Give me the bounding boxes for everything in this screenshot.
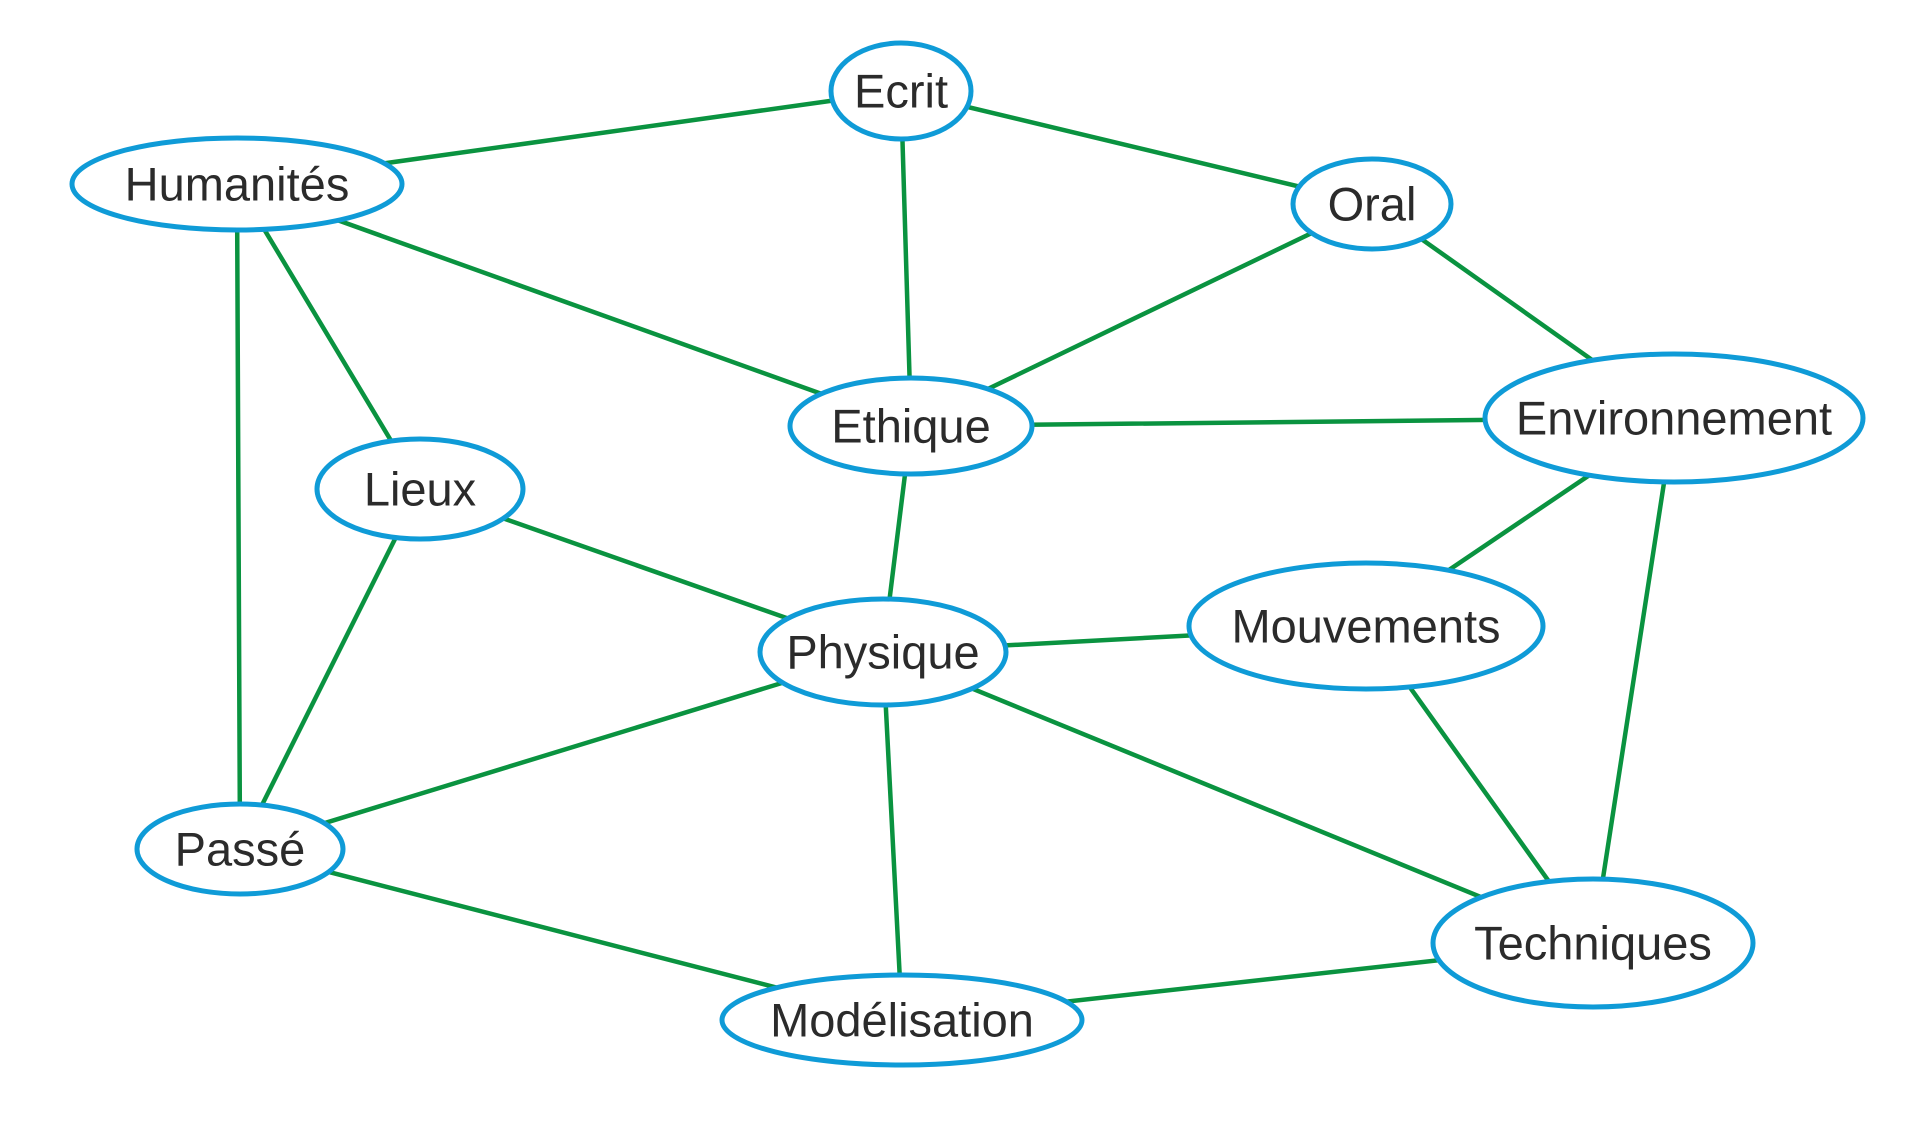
edge-ecrit-oral — [898, 88, 1375, 207]
node-label-ethique: Ethique — [831, 400, 990, 453]
node-lieux: Lieux — [314, 436, 526, 542]
edge-humanites-lieux — [234, 181, 423, 492]
edge-physique-passe — [237, 649, 886, 852]
node-modelisation: Modélisation — [719, 972, 1085, 1068]
node-ellipse-ethique — [787, 375, 1035, 477]
node-ellipse-environnement — [1482, 351, 1866, 485]
node-ellipse-physique — [757, 596, 1009, 708]
node-label-techniques: Techniques — [1474, 917, 1712, 970]
node-ellipse-techniques — [1430, 876, 1756, 1010]
node-techniques: Techniques — [1430, 876, 1756, 1010]
edge-humanites-ethique — [234, 181, 914, 429]
node-ellipse-lieux — [314, 436, 526, 542]
node-label-passe: Passé — [175, 823, 306, 876]
node-label-modelisation: Modélisation — [770, 994, 1034, 1047]
edge-lieux-passe — [237, 486, 423, 852]
node-ellipse-passe — [134, 801, 346, 897]
edge-physique-modelisation — [880, 649, 905, 1023]
node-oral: Oral — [1290, 156, 1454, 252]
node-mouvements: Mouvements — [1186, 560, 1546, 692]
node-ellipse-humanites — [69, 135, 405, 233]
node-passe: Passé — [134, 801, 346, 897]
edge-humanites-passe — [234, 181, 243, 852]
node-label-physique: Physique — [786, 626, 979, 679]
edge-physique-techniques — [880, 649, 1596, 946]
node-ecrit: Ecrit — [828, 40, 974, 142]
node-ellipse-mouvements — [1186, 560, 1546, 692]
node-ethique: Ethique — [787, 375, 1035, 477]
node-label-mouvements: Mouvements — [1231, 600, 1500, 653]
node-label-oral: Oral — [1328, 178, 1417, 231]
node-ellipse-ecrit — [828, 40, 974, 142]
node-label-environnement: Environnement — [1516, 392, 1832, 445]
node-environnement: Environnement — [1482, 351, 1866, 485]
node-humanites: Humanités — [69, 135, 405, 233]
node-ellipse-modelisation — [719, 972, 1085, 1068]
edge-environnement-techniques — [1590, 415, 1677, 946]
node-label-humanites: Humanités — [125, 158, 350, 211]
node-ellipse-oral — [1290, 156, 1454, 252]
node-label-ecrit: Ecrit — [854, 65, 948, 118]
edge-ecrit-ethique — [898, 88, 914, 429]
node-label-lieux: Lieux — [364, 463, 476, 516]
edges-layer — [234, 88, 1677, 1023]
node-physique: Physique — [757, 596, 1009, 708]
